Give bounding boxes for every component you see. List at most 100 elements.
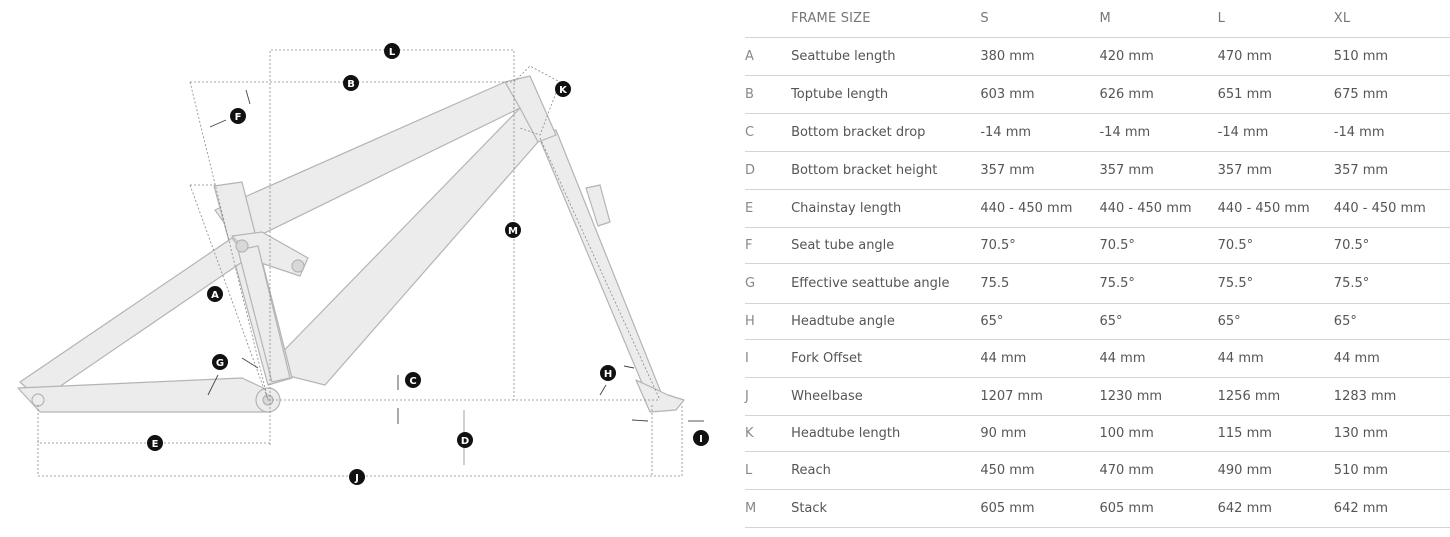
row-value-l: 357 mm: [1217, 151, 1334, 190]
table-header-row: FRAME SIZE S M L XL: [745, 0, 1450, 38]
marker-I: I: [693, 430, 709, 446]
row-label: Seattube length: [791, 37, 981, 76]
svg-text:D: D: [461, 436, 469, 447]
svg-text:I: I: [699, 434, 703, 445]
row-label: Toptube length: [791, 75, 981, 114]
fork-lower: [635, 379, 685, 413]
row-value-xl: 510 mm: [1333, 37, 1450, 76]
row-value-xl: 1283 mm: [1333, 377, 1450, 416]
marker-D: D: [457, 432, 473, 448]
row-value-l: 651 mm: [1217, 75, 1334, 114]
header-size-xl: XL: [1333, 0, 1450, 38]
marker-E: E: [147, 435, 163, 451]
row-code: A: [745, 37, 792, 76]
fork-crown: [585, 184, 611, 227]
row-value-l: 65°: [1217, 303, 1334, 340]
row-value-xl: 510 mm: [1333, 451, 1450, 490]
marker-L: L: [384, 43, 400, 59]
row-code: C: [745, 113, 792, 152]
svg-text:J: J: [354, 473, 359, 484]
row-value-m: 605 mm: [1099, 489, 1218, 528]
row-code: M: [745, 489, 792, 528]
row-label: Bottom bracket drop: [791, 113, 981, 152]
svg-text:E: E: [152, 439, 159, 450]
down-tube: [264, 107, 539, 386]
row-value-m: 65°: [1099, 303, 1218, 340]
row-value-m: 440 - 450 mm: [1099, 189, 1218, 228]
header-code: [745, 0, 792, 38]
row-value-m: 75.5°: [1099, 263, 1218, 304]
rear-shock: [237, 245, 291, 383]
row-label: Headtube length: [791, 415, 981, 452]
marker-J: J: [349, 469, 365, 485]
row-value-m: 100 mm: [1099, 415, 1218, 452]
marker-A: A: [207, 286, 223, 302]
svg-text:M: M: [508, 226, 518, 237]
svg-text:K: K: [559, 85, 568, 96]
svg-text:G: G: [216, 358, 224, 369]
row-value-m: -14 mm: [1099, 113, 1218, 152]
row-label: Effective seattube angle: [791, 263, 981, 304]
svg-text:B: B: [347, 79, 355, 90]
row-value-xl: 357 mm: [1333, 151, 1450, 190]
row-value-l: 490 mm: [1217, 451, 1334, 490]
row-label: Stack: [791, 489, 981, 528]
row-code: K: [745, 415, 792, 452]
marker-G: G: [212, 354, 228, 370]
marker-H: H: [600, 365, 616, 381]
row-value-l: 75.5°: [1217, 263, 1334, 304]
row-code: L: [745, 451, 792, 490]
frame-drawing: [17, 75, 685, 413]
row-value-s: 70.5°: [980, 227, 1100, 264]
marker-F: F: [230, 108, 246, 124]
row-code: F: [745, 227, 792, 264]
seat-stay: [19, 237, 249, 401]
row-value-s: 1207 mm: [980, 377, 1100, 416]
svg-text:F: F: [235, 112, 242, 123]
arrows: [207, 89, 704, 424]
row-value-l: 642 mm: [1217, 489, 1334, 528]
marker-M: M: [505, 222, 521, 238]
row-value-xl: -14 mm: [1333, 113, 1450, 152]
row-code: H: [745, 303, 792, 340]
row-value-l: 44 mm: [1217, 339, 1334, 378]
svg-text:C: C: [409, 376, 416, 387]
row-value-s: 75.5: [980, 263, 1100, 304]
row-value-xl: 70.5°: [1333, 227, 1450, 264]
row-value-l: 115 mm: [1217, 415, 1334, 452]
row-value-l: 70.5°: [1217, 227, 1334, 264]
row-value-m: 420 mm: [1099, 37, 1218, 76]
row-value-xl: 44 mm: [1333, 339, 1450, 378]
row-code: D: [745, 151, 792, 190]
row-value-xl: 65°: [1333, 303, 1450, 340]
row-value-l: 470 mm: [1217, 37, 1334, 76]
row-value-s: 90 mm: [980, 415, 1100, 452]
row-value-s: 605 mm: [980, 489, 1100, 528]
header-size-s: S: [980, 0, 1100, 38]
row-value-s: 65°: [980, 303, 1100, 340]
row-code: J: [745, 377, 792, 416]
marker-C: C: [405, 372, 421, 388]
row-label: Bottom bracket height: [791, 151, 981, 190]
header-size-m: M: [1099, 0, 1218, 38]
frame-geometry-diagram: L B K F M A G C: [17, 43, 709, 485]
marker-K: K: [555, 81, 571, 97]
row-code: E: [745, 189, 792, 228]
row-value-m: 357 mm: [1099, 151, 1218, 190]
row-value-xl: 130 mm: [1333, 415, 1450, 452]
row-value-l: 440 - 450 mm: [1217, 189, 1334, 228]
row-label: Fork Offset: [791, 339, 981, 378]
row-value-m: 626 mm: [1099, 75, 1218, 114]
svg-text:A: A: [211, 290, 219, 301]
row-value-m: 1230 mm: [1099, 377, 1218, 416]
row-value-s: 603 mm: [980, 75, 1100, 114]
row-value-s: 44 mm: [980, 339, 1100, 378]
